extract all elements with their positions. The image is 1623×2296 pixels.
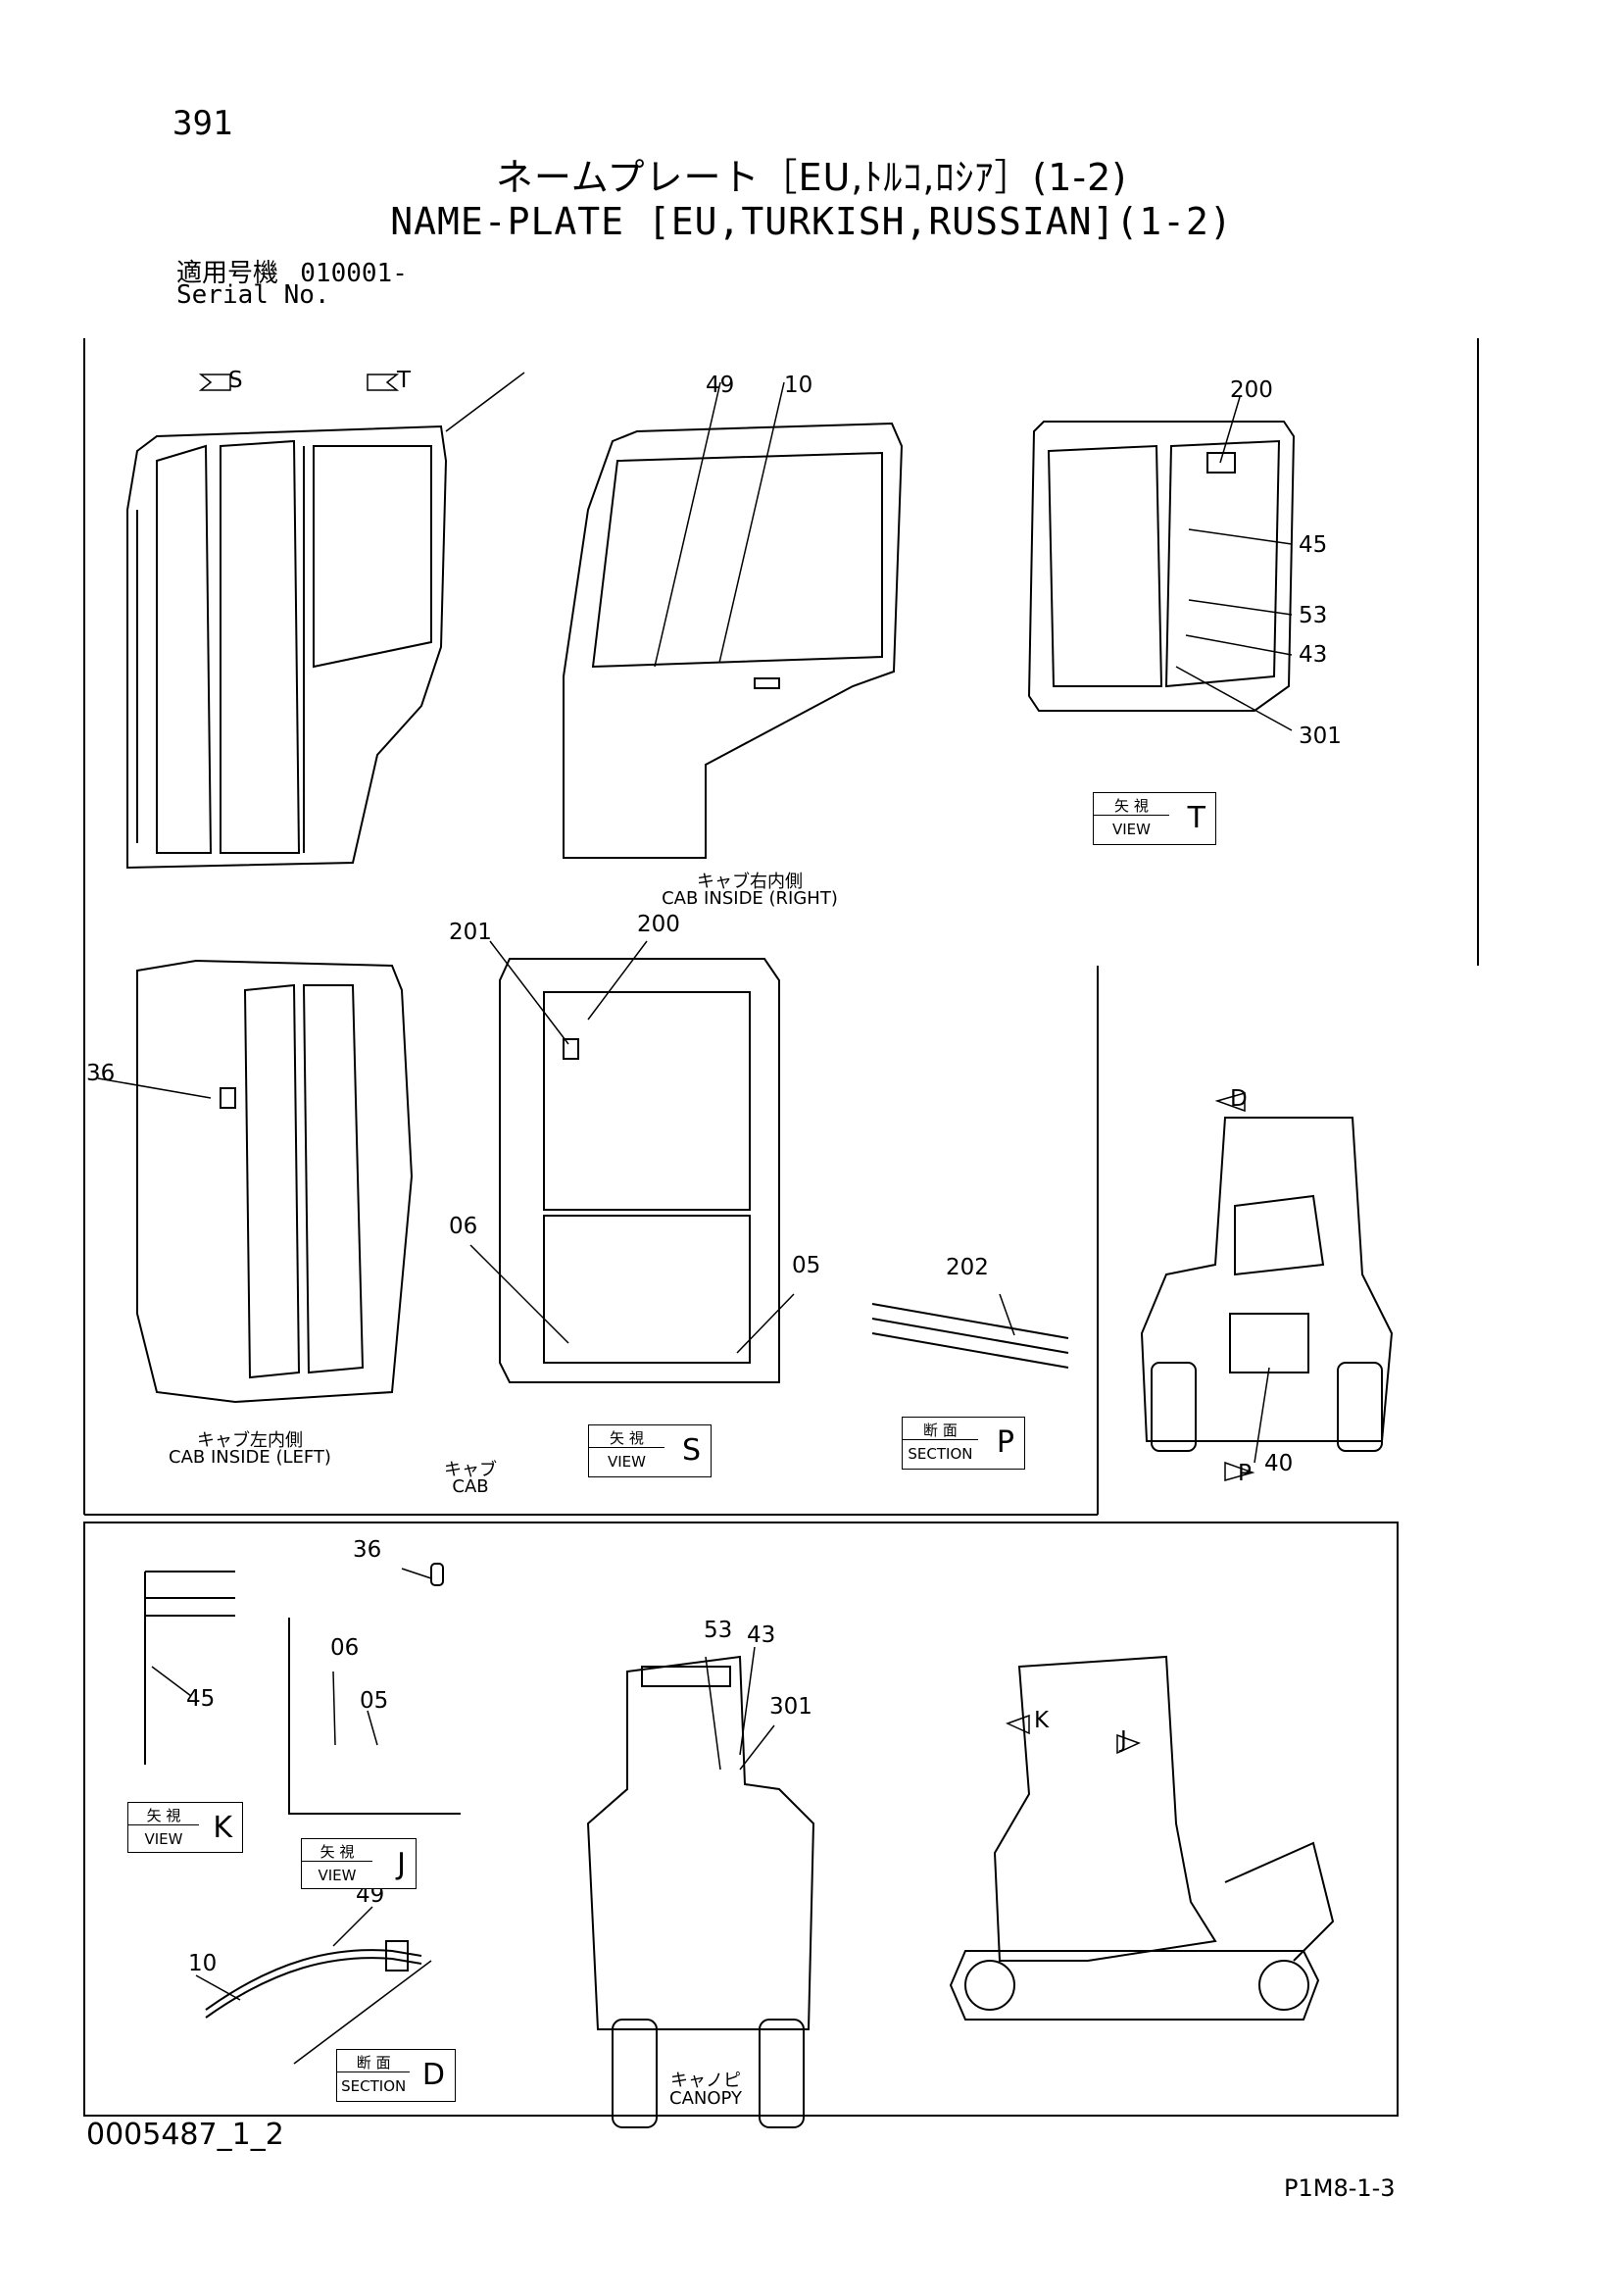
callout-06-detail: 06 — [330, 1635, 360, 1661]
serial-label-jp: 適用号機 010001- — [176, 253, 408, 289]
canopy-rear-drawing — [586, 1646, 815, 2128]
badge-section-d-jp: 断 面 — [356, 2054, 391, 2071]
caption-cab-inside-right-en: CAB INSIDE (RIGHT) — [662, 888, 838, 909]
badge-view-s: 矢 視 VIEW S — [588, 1424, 712, 1477]
caption-canopy-en: CANOPY — [669, 2088, 742, 2109]
badge-section-p-en: SECTION — [908, 1445, 973, 1463]
serial-label-jp-text: 適用号機 — [176, 259, 279, 288]
view-arrow-k: K — [1034, 1708, 1050, 1733]
callout-06-front: 06 — [449, 1214, 478, 1239]
view-arrow-s: S — [228, 368, 243, 393]
badge-section-p: 断 面 SECTION P — [902, 1417, 1025, 1470]
page-number: 391 — [172, 104, 233, 143]
badge-view-k-letter: K — [213, 1811, 232, 1845]
machine-rear-drawing — [1140, 1092, 1394, 1481]
badge-view-k-jp: 矢 視 — [146, 1807, 181, 1824]
callout-45-rear: 45 — [1299, 532, 1328, 558]
callout-43-rear: 43 — [1299, 642, 1328, 668]
title-japanese: ネームプレート［EU,ﾄﾙｺ,ﾛｼｱ］(1-2) — [495, 156, 1128, 199]
badge-section-d-en: SECTION — [341, 2077, 407, 2095]
view-arrow-p: P — [1238, 1461, 1252, 1486]
serial-value: 010001- — [300, 259, 408, 288]
title-english: NAME-PLATE [EU,TURKISH,RUSSIAN](1-2) — [390, 200, 1233, 243]
caption-cab-inside-left-jp: キャブ左内側 — [197, 1430, 303, 1451]
badge-view-s-letter: S — [681, 1433, 701, 1468]
callout-202: 202 — [946, 1255, 989, 1280]
badge-view-t: 矢 視 VIEW T — [1093, 792, 1216, 845]
badge-section-d-letter: D — [421, 2058, 445, 2092]
callout-49: 49 — [706, 373, 735, 398]
badge-view-k: 矢 視 VIEW K — [127, 1802, 243, 1853]
canopy-side-drawing — [949, 1655, 1335, 2021]
callout-45-detail: 45 — [186, 1686, 216, 1712]
caption-cab-inside-right-jp: キャブ右内側 — [697, 872, 803, 892]
drawing-number: 0005487_1_2 — [86, 2118, 284, 2152]
callout-05-front: 05 — [792, 1253, 821, 1278]
view-arrow-j: J — [1120, 1727, 1127, 1753]
badge-section-d: 断 面 SECTION D — [336, 2049, 456, 2102]
badge-view-j: 矢 視 VIEW J — [301, 1838, 417, 1889]
caption-canopy-jp: キャノピ — [670, 2071, 741, 2091]
caption-cab-en: CAB — [452, 1476, 489, 1497]
badge-view-k-en: VIEW — [144, 1830, 183, 1848]
badge-view-j-en: VIEW — [318, 1867, 357, 1884]
badge-view-j-jp: 矢 視 — [320, 1843, 355, 1861]
callout-10-detail: 10 — [188, 1951, 218, 1976]
callout-200-rear: 200 — [1230, 377, 1273, 403]
badge-view-j-letter: J — [397, 1847, 406, 1881]
badge-section-p-jp: 断 面 — [923, 1422, 958, 1439]
callout-43-canopy: 43 — [747, 1622, 776, 1648]
callout-200-front: 200 — [637, 912, 680, 937]
callout-301-canopy: 301 — [769, 1694, 812, 1720]
badge-view-t-jp: 矢 視 — [1114, 797, 1149, 815]
view-arrow-t: T — [397, 368, 412, 393]
view-arrow-d: D — [1230, 1086, 1248, 1112]
serial-label-en: Serial No. — [176, 280, 330, 310]
badge-view-t-en: VIEW — [1111, 821, 1151, 838]
callout-53-rear: 53 — [1299, 603, 1328, 628]
callout-53-canopy: 53 — [704, 1618, 733, 1643]
callout-36-detail: 36 — [353, 1537, 382, 1563]
callout-10: 10 — [784, 373, 813, 398]
caption-cab-jp: キャブ — [444, 1460, 497, 1480]
cab-side-view-drawing — [126, 372, 525, 870]
detail-j-drawing — [288, 1618, 461, 1815]
caption-cab-inside-left-en: CAB INSIDE (LEFT) — [169, 1447, 331, 1468]
section-p-drawing — [871, 1293, 1069, 1369]
cab-front-view-drawing — [469, 940, 795, 1383]
callout-05-detail: 05 — [360, 1688, 389, 1714]
detail-k-drawing — [144, 1563, 444, 1765]
badge-view-s-en: VIEW — [607, 1453, 646, 1471]
badge-view-t-letter: T — [1187, 801, 1205, 835]
callout-301-rear: 301 — [1299, 724, 1342, 749]
cab-rear-view-drawing — [1027, 396, 1296, 731]
callout-201: 201 — [449, 920, 492, 945]
badge-view-s-jp: 矢 視 — [610, 1429, 644, 1447]
badge-section-p-letter: P — [996, 1425, 1014, 1460]
sheet-code: P1M8-1-3 — [1284, 2174, 1396, 2202]
cab-inside-left-drawing — [97, 959, 414, 1404]
callout-40: 40 — [1264, 1451, 1294, 1476]
callout-36-cab-left: 36 — [86, 1061, 116, 1086]
cab-inside-right-drawing — [563, 381, 904, 859]
detail-d-drawing — [195, 1906, 432, 2065]
